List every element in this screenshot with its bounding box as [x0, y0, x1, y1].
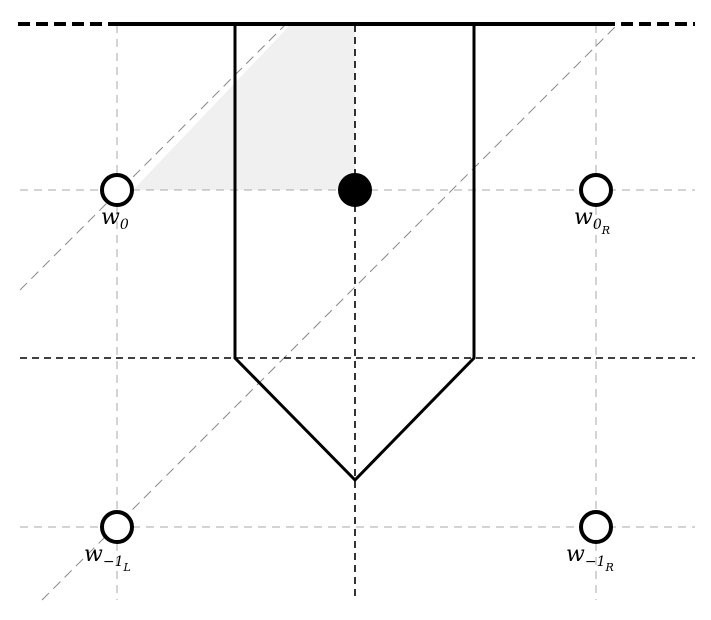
node-w0R — [579, 173, 613, 207]
label-w0-base: w — [101, 205, 120, 230]
label-w0R-subsub: R — [601, 224, 610, 237]
label-wm1R-base: w — [566, 542, 585, 567]
label-wm1L-base: w — [84, 542, 103, 567]
label-wm1R-subsub: R — [604, 561, 613, 574]
label-w0R: w0R — [574, 205, 610, 237]
node-wm1R — [579, 510, 613, 544]
shield-outline — [233, 22, 476, 483]
axis-lines — [20, 25, 695, 600]
node-wm1L — [100, 510, 134, 544]
diagonal-lines — [19, 21, 617, 601]
label-w0: w0 — [101, 205, 129, 233]
label-w0R-base: w — [574, 205, 593, 230]
label-w0R-sub: 0 — [593, 217, 602, 233]
shaded-region — [133, 25, 355, 190]
label-wm1L-sub: −1 — [103, 554, 124, 570]
diagonal-lower — [41, 25, 617, 601]
label-wm1R: w−1R — [566, 542, 614, 574]
label-wm1L: w−1L — [84, 542, 131, 574]
label-w0-sub: 0 — [120, 217, 129, 233]
center-node — [338, 173, 372, 207]
label-wm1L-subsub: L — [122, 561, 130, 574]
label-wm1R-sub: −1 — [585, 554, 606, 570]
node-w0 — [100, 173, 134, 207]
